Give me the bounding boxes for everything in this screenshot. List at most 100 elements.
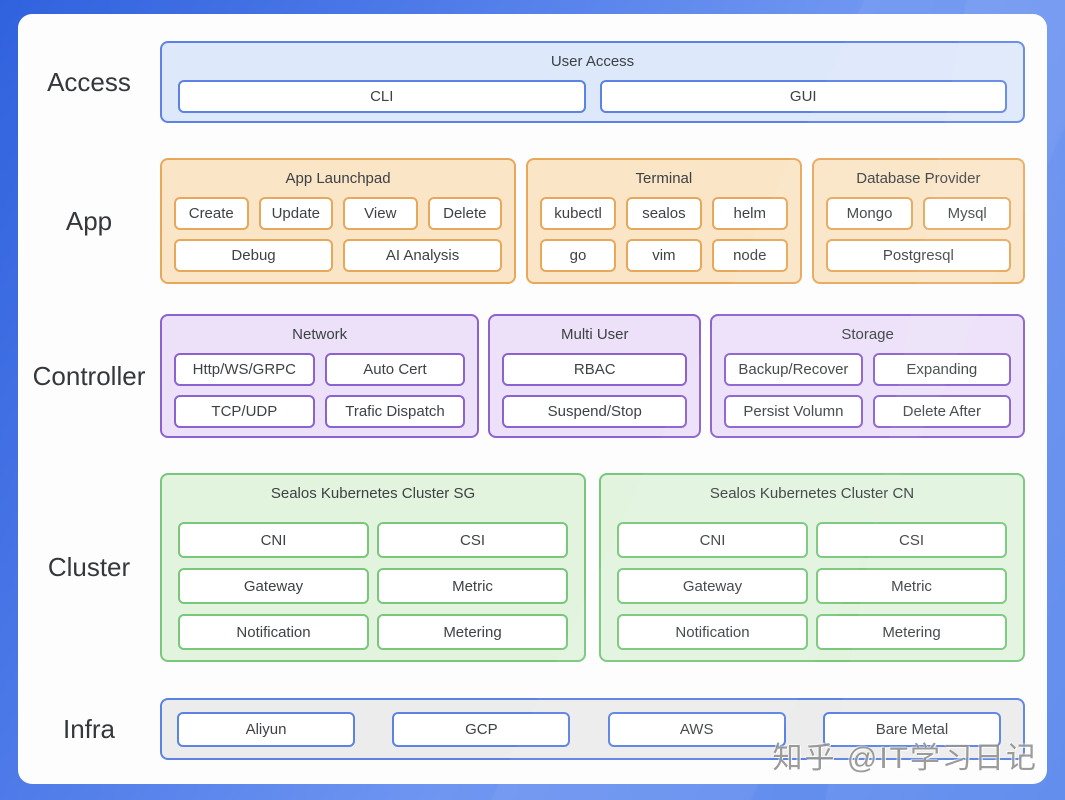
layer-content-cluster: Sealos Kubernetes Cluster SG CNI CSI Gat… bbox=[160, 473, 1025, 662]
group-cluster-cn: Sealos Kubernetes Cluster CN CNI CSI Gat… bbox=[599, 473, 1025, 662]
node-auto-cert: Auto Cert bbox=[324, 353, 466, 386]
group-body-app-launchpad: Create Update View Delete Debug AI Analy… bbox=[174, 197, 503, 272]
group-title-network: Network bbox=[292, 326, 348, 343]
group-app-launchpad: App Launchpad Create Update View Delete … bbox=[160, 158, 517, 284]
group-title-terminal: Terminal bbox=[635, 170, 693, 187]
group-infra: Aliyun GCP AWS Bare Metal bbox=[160, 698, 1025, 760]
node-go: go bbox=[540, 239, 616, 272]
multi-user-row-1: RBAC bbox=[502, 353, 688, 386]
node-debug: Debug bbox=[174, 239, 334, 272]
node-aws: AWS bbox=[607, 711, 786, 747]
node-cn-metric: Metric bbox=[816, 568, 1007, 604]
node-cn-notification: Notification bbox=[617, 614, 808, 650]
cluster-cn-row-3: Notification Metering bbox=[617, 614, 1007, 650]
group-title-multi-user: Multi User bbox=[561, 326, 629, 343]
node-cli: CLI bbox=[178, 80, 586, 113]
group-title-cluster-cn: Sealos Kubernetes Cluster CN bbox=[709, 485, 915, 502]
network-row-1: Http/WS/GRPC Auto Cert bbox=[174, 353, 466, 386]
layer-content-infra: Aliyun GCP AWS Bare Metal bbox=[160, 698, 1025, 760]
node-helm: helm bbox=[711, 197, 788, 230]
node-kubectl: kubectl bbox=[540, 197, 616, 230]
node-mongo: Mongo bbox=[825, 197, 914, 230]
node-persist-volumn: Persist Volumn bbox=[724, 395, 863, 428]
node-mysql: Mysql bbox=[923, 197, 1011, 230]
node-sg-metering: Metering bbox=[377, 614, 568, 650]
database-row-1: Mongo Mysql bbox=[825, 197, 1011, 230]
node-sg-csi: CSI bbox=[377, 522, 568, 558]
node-update: Update bbox=[258, 197, 334, 230]
group-network: Network Http/WS/GRPC Auto Cert TCP/UDP T… bbox=[160, 314, 480, 438]
layer-row-app: App App Launchpad Create Update View Del… bbox=[18, 158, 1047, 284]
group-database-provider: Database Provider Mongo Mysql Postgresql bbox=[811, 158, 1025, 284]
node-gui: GUI bbox=[599, 80, 1007, 113]
node-backup-recover: Backup/Recover bbox=[724, 353, 863, 386]
node-bare-metal: Bare Metal bbox=[822, 711, 1001, 747]
group-body-network: Http/WS/GRPC Auto Cert TCP/UDP Trafic Di… bbox=[174, 353, 466, 428]
launchpad-row-1: Create Update View Delete bbox=[174, 197, 503, 230]
layer-row-access: Access User Access CLI GUI bbox=[18, 41, 1047, 123]
cluster-sg-row-3: Notification Metering bbox=[178, 614, 568, 650]
node-sg-metric: Metric bbox=[377, 568, 568, 604]
group-user-access: User Access CLI GUI bbox=[160, 41, 1025, 123]
layer-label-cluster: Cluster bbox=[47, 552, 131, 582]
node-tcp-udp: TCP/UDP bbox=[174, 395, 315, 428]
group-cluster-sg: Sealos Kubernetes Cluster SG CNI CSI Gat… bbox=[160, 473, 586, 662]
node-delete: Delete bbox=[427, 197, 503, 230]
node-cn-metering: Metering bbox=[816, 614, 1007, 650]
watermark: 知乎 @IT学习日记 bbox=[772, 742, 1038, 775]
terminal-row-1: kubectl sealos helm bbox=[540, 197, 788, 230]
cluster-cn-row-2: Gateway Metric bbox=[617, 568, 1007, 604]
node-sg-gateway: Gateway bbox=[178, 568, 369, 604]
node-trafic-dispatch: Trafic Dispatch bbox=[324, 395, 466, 428]
node-cn-cni: CNI bbox=[617, 522, 808, 558]
terminal-row-2: go vim node bbox=[540, 239, 788, 272]
layer-label-controller: Controller bbox=[32, 360, 146, 391]
group-body-cluster-cn: CNI CSI Gateway Metric Notification Mete… bbox=[617, 522, 1007, 650]
node-aliyun: Aliyun bbox=[177, 711, 355, 747]
group-body-cluster-sg: CNI CSI Gateway Metric Notification Mete… bbox=[178, 522, 568, 650]
cluster-sg-row-1: CNI CSI bbox=[178, 522, 568, 558]
group-title-user-access: User Access bbox=[550, 53, 635, 70]
group-title-app-launchpad: App Launchpad bbox=[285, 170, 391, 187]
layer-row-cluster: Cluster Sealos Kubernetes Cluster SG CNI… bbox=[18, 473, 1047, 662]
group-storage: Storage Backup/Recover Expanding Persist… bbox=[710, 314, 1025, 438]
launchpad-row-2: Debug AI Analysis bbox=[174, 239, 503, 272]
node-view: View bbox=[343, 197, 418, 230]
group-multi-user: Multi User RBAC Suspend/Stop bbox=[488, 314, 702, 438]
group-title-database-provider: Database Provider bbox=[856, 170, 981, 187]
diagram-card: Access User Access CLI GUI App App Launc… bbox=[18, 14, 1047, 784]
layer-label-access: Access bbox=[47, 66, 131, 97]
node-sg-cni: CNI bbox=[178, 522, 369, 558]
multi-user-row-2: Suspend/Stop bbox=[502, 395, 688, 428]
node-gcp: GCP bbox=[392, 711, 571, 747]
group-body-multi-user: RBAC Suspend/Stop bbox=[502, 353, 688, 428]
node-sg-notification: Notification bbox=[178, 614, 369, 650]
node-sealos: sealos bbox=[625, 197, 702, 230]
layer-row-infra: Infra Aliyun GCP AWS Bare Metal bbox=[18, 698, 1047, 760]
node-ai-analysis: AI Analysis bbox=[343, 239, 503, 272]
node-cn-gateway: Gateway bbox=[617, 568, 808, 604]
node-node: node bbox=[711, 239, 788, 272]
node-suspend-stop: Suspend/Stop bbox=[502, 395, 688, 428]
cluster-cn-row-1: CNI CSI bbox=[617, 522, 1007, 558]
layer-label-infra: Infra bbox=[62, 713, 116, 744]
node-vim: vim bbox=[625, 239, 702, 272]
node-expanding: Expanding bbox=[872, 353, 1012, 386]
user-access-row: CLI GUI bbox=[178, 80, 1007, 113]
group-terminal: Terminal kubectl sealos helm go vim node bbox=[526, 158, 802, 284]
node-create: Create bbox=[174, 197, 249, 230]
network-row-2: TCP/UDP Trafic Dispatch bbox=[174, 395, 466, 428]
group-body-terminal: kubectl sealos helm go vim node bbox=[540, 197, 788, 272]
node-postgresql: Postgresql bbox=[825, 239, 1011, 272]
node-rbac: RBAC bbox=[502, 353, 688, 386]
layer-label-app: App bbox=[65, 205, 113, 236]
layer-content-access: User Access CLI GUI bbox=[160, 41, 1025, 123]
group-body-database-provider: Mongo Mysql Postgresql bbox=[825, 197, 1011, 272]
group-title-cluster-sg: Sealos Kubernetes Cluster SG bbox=[270, 485, 476, 502]
layer-content-controller: Network Http/WS/GRPC Auto Cert TCP/UDP T… bbox=[160, 314, 1025, 438]
storage-row-2: Persist Volumn Delete After bbox=[724, 395, 1012, 428]
node-http-ws-grpc: Http/WS/GRPC bbox=[174, 353, 315, 386]
database-row-2: Postgresql bbox=[825, 239, 1011, 272]
layer-content-app: App Launchpad Create Update View Delete … bbox=[160, 158, 1025, 284]
layer-row-controller: Controller Network Http/WS/GRPC Auto Cer… bbox=[18, 314, 1047, 438]
